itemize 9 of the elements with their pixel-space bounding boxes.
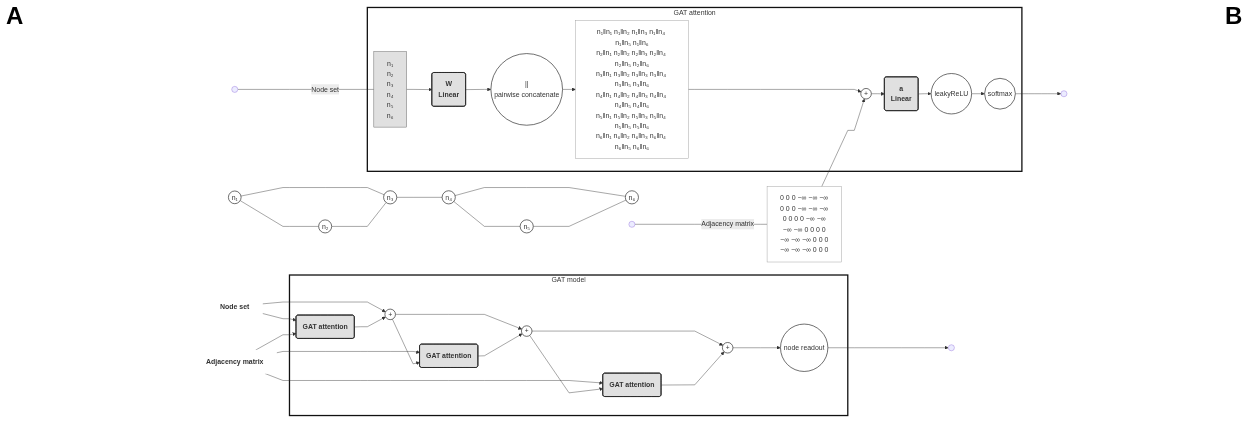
connector xyxy=(239,200,319,227)
connector xyxy=(396,197,443,198)
connector xyxy=(533,199,627,227)
connector xyxy=(454,187,626,197)
connector xyxy=(240,187,385,197)
connector xyxy=(453,201,521,227)
panel-letter: B xyxy=(1225,2,1243,30)
connector xyxy=(331,202,387,227)
panel-letter: A xyxy=(6,2,24,30)
